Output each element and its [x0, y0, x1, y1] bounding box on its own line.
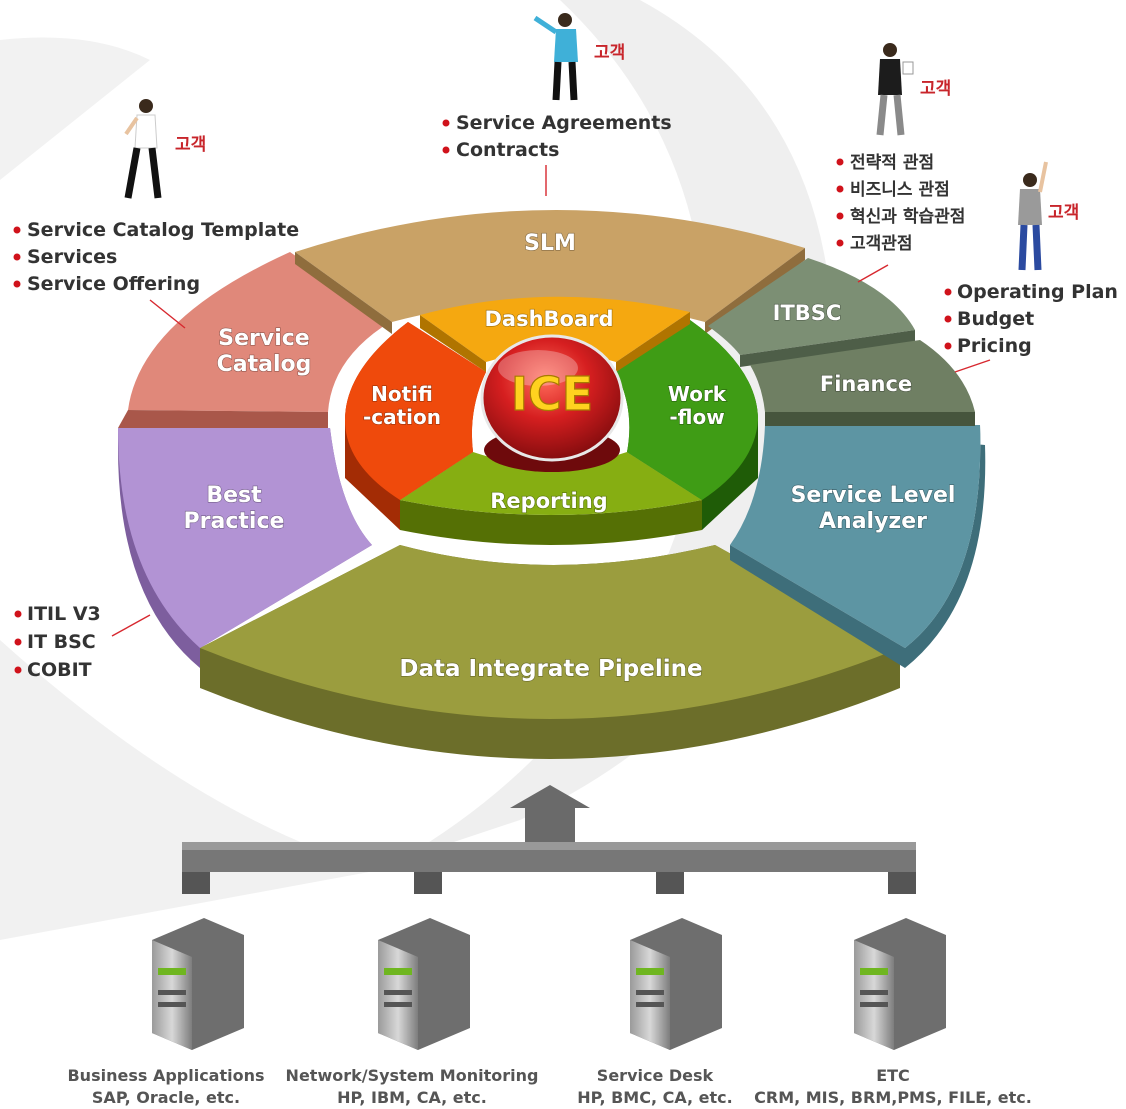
server-title: Network/System Monitoring	[286, 1066, 539, 1085]
service-catalog-label-line1: Service	[218, 326, 309, 351]
callout-itbsc: 전략적 관점 비즈니스 관점 혁신과 학습관점 고객관점	[836, 153, 965, 254]
segment-service-level-analyzer[interactable]	[730, 425, 986, 668]
segment-service-catalog[interactable]	[118, 252, 390, 428]
dashboard-label: DashBoard	[484, 307, 613, 331]
callout-item: Budget	[957, 308, 1034, 330]
callout-item: Service Catalog Template	[27, 219, 299, 241]
segment-dashboard[interactable]	[420, 296, 690, 372]
person-icon: 고객	[1018, 161, 1079, 271]
itbsc-label: ITBSC	[773, 301, 842, 325]
person-icon: 고객	[533, 13, 625, 101]
callout-item: 혁신과 학습관점	[850, 206, 965, 227]
ice-core[interactable]: ICE	[480, 334, 624, 472]
server-detail: CRM, MIS, BRM,PMS, FILE, etc.	[754, 1088, 1032, 1107]
segment-reporting[interactable]	[400, 452, 702, 545]
server-detail: HP, IBM, CA, etc.	[337, 1088, 487, 1107]
segment-finance[interactable]	[750, 340, 975, 426]
slm-label: SLM	[524, 231, 576, 256]
server-icon	[630, 918, 722, 1050]
reporting-label: Reporting	[490, 489, 607, 513]
segment-best-practice[interactable]	[118, 428, 372, 668]
callout-item: Pricing	[957, 335, 1032, 357]
callout-item: IT BSC	[27, 631, 96, 653]
data-pipeline-label: Data Integrate Pipeline	[399, 656, 702, 682]
server-detail: HP, BMC, CA, etc.	[577, 1088, 732, 1107]
best-practice-label-line2: Practice	[184, 509, 285, 534]
callout-item: COBIT	[27, 659, 92, 681]
notification-label-line1: Notifi	[371, 382, 433, 406]
server-title: ETC	[876, 1066, 910, 1085]
segment-data-pipeline[interactable]	[200, 545, 900, 759]
person-label: 고객	[920, 79, 951, 99]
person-icon: 고객	[124, 99, 206, 199]
callout-item: 고객관점	[850, 234, 913, 254]
background-swoosh-left	[0, 37, 150, 180]
finance-label: Finance	[820, 372, 912, 396]
segment-itbsc[interactable]	[708, 258, 915, 367]
ice-label: ICE	[511, 367, 593, 421]
server-detail: SAP, Oracle, etc.	[92, 1088, 240, 1107]
person-label: 고객	[594, 43, 625, 63]
connector-lines	[111, 165, 991, 637]
server-title: Business Applications	[67, 1066, 264, 1085]
server-icon	[152, 918, 244, 1050]
callout-service-catalog: Service Catalog Template Services Servic…	[13, 219, 299, 295]
callout-item: Services	[27, 246, 117, 268]
service-level-analyzer-label-line1: Service Level	[791, 483, 956, 508]
callout-item: 전략적 관점	[850, 153, 934, 173]
callout-item: Contracts	[456, 139, 559, 161]
person-label: 고객	[175, 135, 206, 155]
callout-item: Service Agreements	[456, 112, 672, 134]
notification-label-line2: -cation	[363, 405, 441, 429]
callout-item: 비즈니스 관점	[850, 180, 950, 200]
callout-slm: Service Agreements Contracts	[442, 112, 672, 161]
server-icon	[378, 918, 470, 1050]
workflow-label-line1: Work	[668, 382, 727, 406]
segment-workflow[interactable]	[616, 320, 758, 530]
segment-notification[interactable]	[345, 322, 486, 530]
person-icon: 고객	[876, 43, 951, 136]
service-level-analyzer-label-line2: Analyzer	[819, 509, 927, 534]
person-label: 고객	[1048, 203, 1079, 223]
callout-item: Service Offering	[27, 273, 200, 295]
callout-item: ITIL V3	[27, 603, 101, 625]
callout-best-practice: ITIL V3 IT BSC COBIT	[14, 603, 101, 681]
server-icon	[854, 918, 946, 1050]
server-title: Service Desk	[597, 1066, 714, 1085]
best-practice-label-line1: Best	[206, 483, 262, 508]
callout-item: Operating Plan	[957, 281, 1118, 303]
data-flow-bus	[182, 785, 916, 894]
workflow-label-line2: -flow	[669, 405, 724, 429]
service-catalog-label-line2: Catalog	[217, 352, 312, 377]
callout-finance: Operating Plan Budget Pricing	[944, 281, 1118, 357]
